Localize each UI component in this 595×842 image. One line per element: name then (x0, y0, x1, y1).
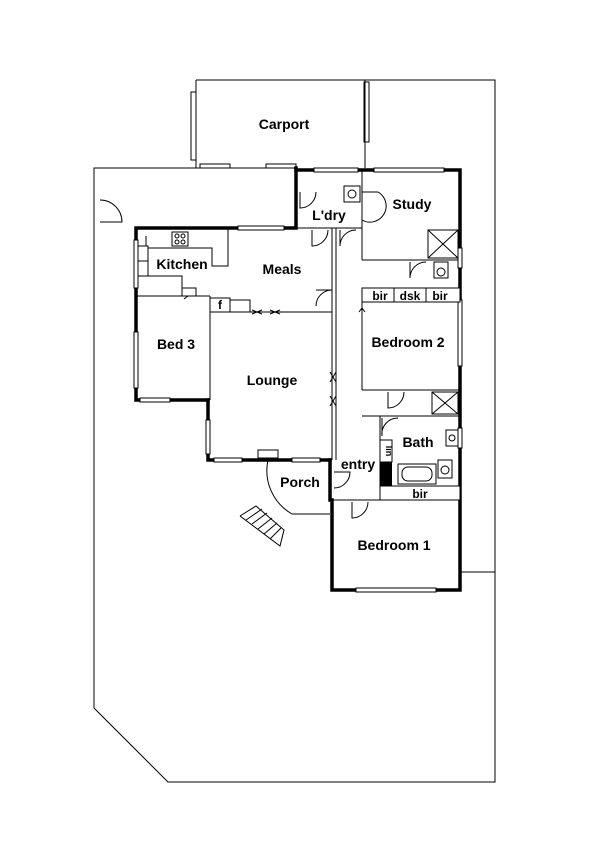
label-laundry: L'dry (312, 207, 346, 223)
label-study: Study (393, 196, 432, 212)
label-bir-left: bir (372, 289, 388, 303)
gate-swing (99, 199, 123, 223)
laundry-trough (343, 185, 361, 203)
label-fridge: f (218, 298, 223, 312)
bedroom2-robes (361, 287, 461, 303)
fridge-area (209, 297, 251, 313)
label-entry: entry (341, 456, 375, 472)
linen-cupboard-fill (380, 462, 392, 486)
label-bedroom1: Bedroom 1 (357, 537, 430, 553)
label-bed3: Bed 3 (157, 336, 195, 352)
label-carport: Carport (259, 116, 310, 132)
label-bir-bed1: bir (412, 487, 428, 501)
bath-fixtures (379, 391, 459, 486)
label-desk: dsk (400, 289, 421, 303)
doors (299, 191, 427, 519)
label-bath: Bath (402, 434, 433, 450)
site-boundary (93, 79, 496, 783)
label-kitchen: Kitchen (156, 256, 207, 272)
laundry-trough-drain (347, 189, 357, 199)
label-porch: Porch (280, 474, 320, 490)
exterior-walls (134, 166, 462, 592)
bedroom1-robe (379, 485, 461, 501)
label-linen: lin (384, 446, 394, 457)
label-bedroom2: Bedroom 2 (371, 334, 444, 350)
label-meals: Meals (263, 261, 302, 277)
heater (257, 449, 279, 459)
porch-steps (239, 459, 330, 547)
ensuite-fixtures (427, 229, 459, 279)
label-bir-right: bir (432, 289, 448, 303)
label-lounge: Lounge (247, 372, 298, 388)
sliding-markers (178, 292, 366, 407)
kitchen-benches (137, 228, 229, 297)
carport-structure (190, 80, 370, 169)
